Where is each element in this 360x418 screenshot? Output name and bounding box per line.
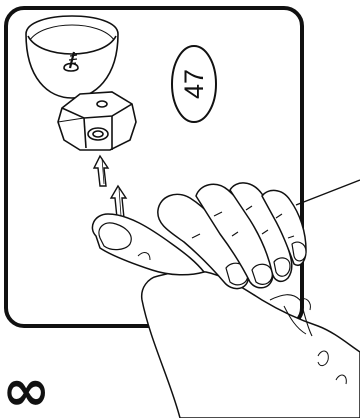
brand-logo: ∞ bbox=[2, 356, 50, 418]
step-number: 47 bbox=[179, 69, 209, 99]
up-arrow-icon bbox=[109, 184, 128, 219]
step-badge: 47 bbox=[171, 45, 217, 123]
hex-nut-icon bbox=[57, 91, 137, 151]
bowl-icon bbox=[25, 15, 119, 99]
leader-line bbox=[295, 179, 360, 206]
hand-icon bbox=[91, 182, 360, 418]
up-arrow-icon bbox=[92, 154, 110, 187]
